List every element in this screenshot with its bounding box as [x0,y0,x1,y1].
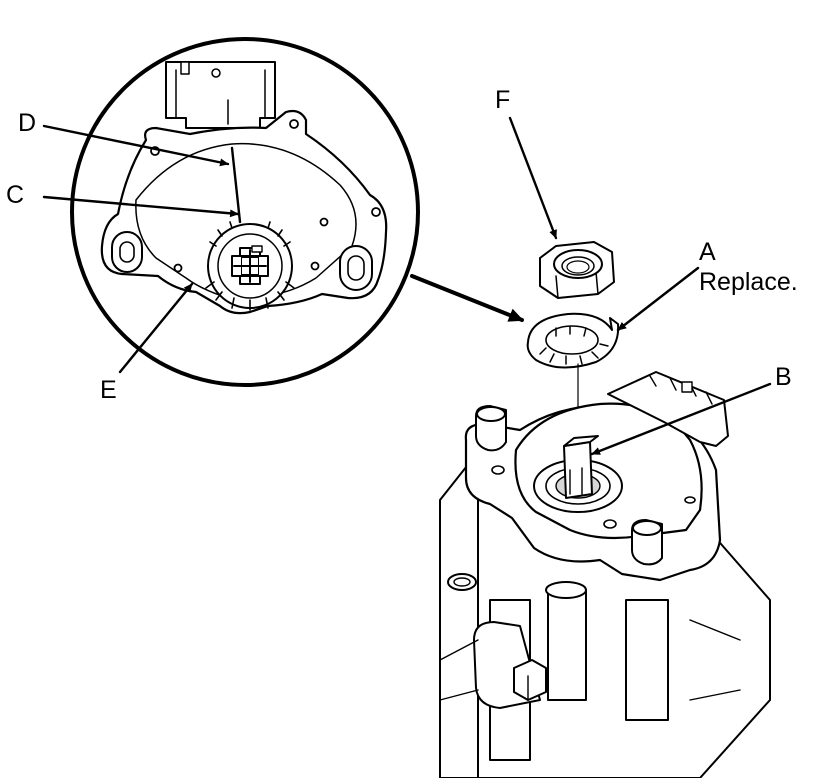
callout-e: E [100,376,117,404]
detail-to-washer-arrow [410,274,524,322]
leader-e [118,282,194,374]
callout-a: A [699,238,716,266]
leader-d [42,124,230,167]
callout-d: D [18,109,36,137]
callout-c: C [6,181,24,209]
mounted-range-switch [464,371,729,582]
callout-b: B [775,363,792,391]
leader-b [590,382,772,456]
lock-washer [526,312,620,369]
leader-f [508,116,558,240]
lock-nut [539,241,615,299]
callout-f: F [495,86,510,114]
switch-body [100,109,388,315]
switch-connector [165,61,276,129]
leader-a [616,266,700,332]
switch-shaft-hub [205,221,295,311]
detail-magnifier [70,37,420,387]
leader-c [42,195,240,218]
callout-a-note: Replace. [699,268,798,296]
